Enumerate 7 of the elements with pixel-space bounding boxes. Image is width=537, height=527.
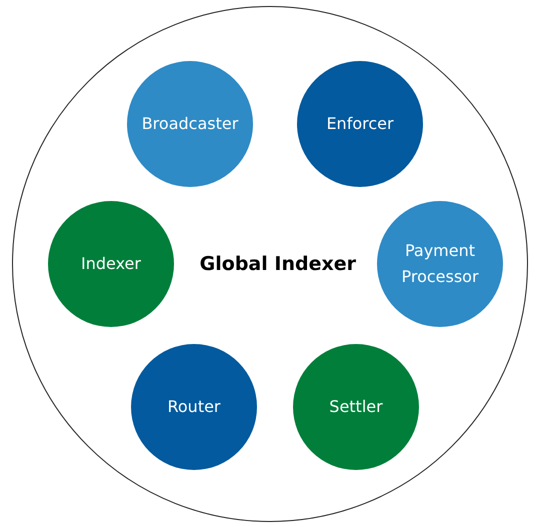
component-label: Indexer — [81, 253, 141, 276]
component-label: Settler — [329, 396, 383, 418]
component-label: Router — [167, 396, 221, 418]
title-label: Global Indexer — [200, 253, 356, 275]
component-label: Broadcaster — [142, 113, 238, 136]
component-label: Payment Processor — [400, 240, 480, 288]
component-label: Enforcer — [326, 113, 394, 136]
